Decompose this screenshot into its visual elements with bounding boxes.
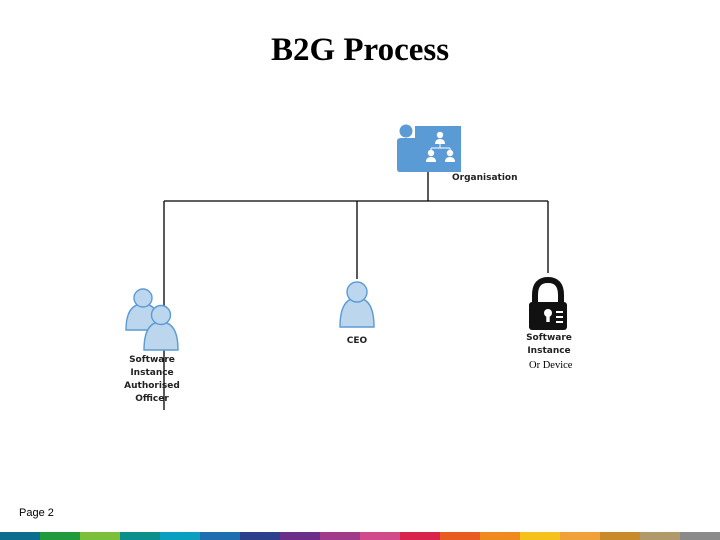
officer-label: Software Instance Authorised Officer (112, 354, 192, 406)
officer-label-line: Authorised (124, 381, 180, 391)
color-stripe-segment (160, 532, 200, 540)
two-users-icon (125, 288, 179, 351)
color-stripe-segment (680, 532, 720, 540)
padlock-icon (529, 276, 567, 330)
color-stripe-segment (600, 532, 640, 540)
color-stripe-segment (360, 532, 400, 540)
ceo-label: CEO (346, 336, 368, 346)
organisation-label: Organisation (452, 173, 518, 183)
color-stripe-segment (0, 532, 40, 540)
color-stripe-segment (320, 532, 360, 540)
color-stripe-segment (560, 532, 600, 540)
organisation-chart-icon (397, 124, 461, 172)
color-stripe-segment (40, 532, 80, 540)
user-icon (339, 281, 375, 328)
color-stripe-segment (520, 532, 560, 540)
color-stripe-segment (640, 532, 680, 540)
slide-title: B2G Process (270, 32, 450, 68)
officer-label-line: Software (129, 355, 175, 365)
color-stripe-segment (400, 532, 440, 540)
or-device-note: Or Device (529, 360, 573, 371)
color-stripe-segment (280, 532, 320, 540)
color-stripe-segment (200, 532, 240, 540)
color-stripe-segment (440, 532, 480, 540)
page-number: Page 2 (19, 507, 54, 519)
software-label-line: Instance (527, 346, 571, 356)
color-stripe-bar (0, 532, 720, 540)
software-label-line: Software (526, 333, 572, 343)
color-stripe-segment (120, 532, 160, 540)
officer-label-line: Officer (135, 394, 169, 404)
software-label: Software Instance (515, 332, 583, 358)
officer-label-line: Instance (130, 368, 174, 378)
color-stripe-segment (80, 532, 120, 540)
color-stripe-segment (240, 532, 280, 540)
color-stripe-segment (480, 532, 520, 540)
